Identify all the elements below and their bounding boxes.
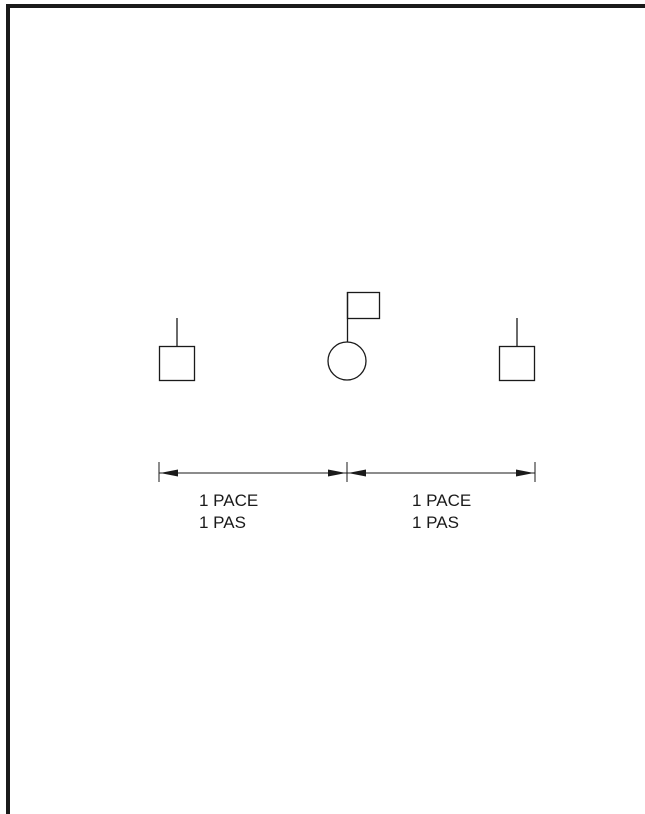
- right-square-symbol: [498, 318, 536, 382]
- center-flag: [346, 291, 381, 320]
- right-square: [498, 345, 536, 382]
- center-circle-symbol: [327, 291, 381, 381]
- left-square: [158, 345, 196, 382]
- left-dimension-arrow-start: [160, 469, 178, 477]
- dimension-lines: [158, 462, 536, 482]
- left-dimension-arrow-end: [328, 469, 346, 477]
- right-dimension-arrow-end: [516, 469, 534, 477]
- right-distance-label-english: 1 PACE: [412, 491, 471, 510]
- left-distance-label-french: 1 PAS: [199, 513, 246, 532]
- left-distance-label-english: 1 PACE: [199, 491, 258, 510]
- center-circle: [327, 341, 367, 381]
- right-dimension-arrow-start: [348, 469, 366, 477]
- right-distance-label-french: 1 PAS: [412, 513, 459, 532]
- left-square-symbol: [158, 318, 196, 382]
